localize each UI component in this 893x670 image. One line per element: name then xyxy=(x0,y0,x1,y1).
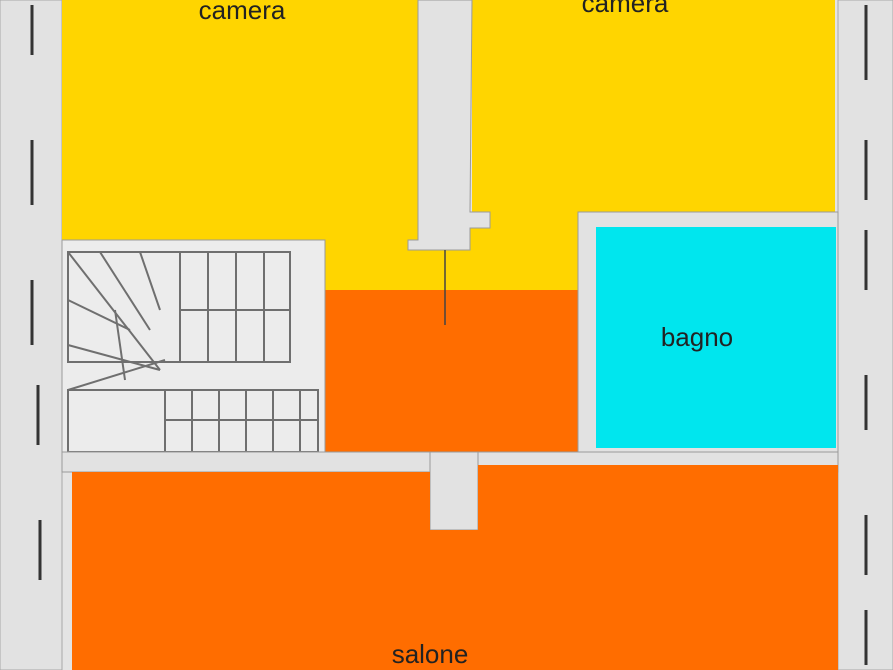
label-bagno: bagno xyxy=(661,322,733,352)
partition-wall xyxy=(407,0,491,251)
label-camera-right: camera xyxy=(582,0,669,18)
room-hall xyxy=(165,290,585,465)
staircase xyxy=(67,251,319,453)
label-camera-left: camera xyxy=(199,0,286,25)
room-salone xyxy=(72,465,838,670)
room-camera-left xyxy=(62,0,445,290)
wall-pillar xyxy=(429,451,479,531)
room-bagno xyxy=(596,227,836,448)
label-salone: salone xyxy=(392,639,469,669)
room-camera-right xyxy=(445,0,835,290)
windows-left xyxy=(30,5,42,580)
